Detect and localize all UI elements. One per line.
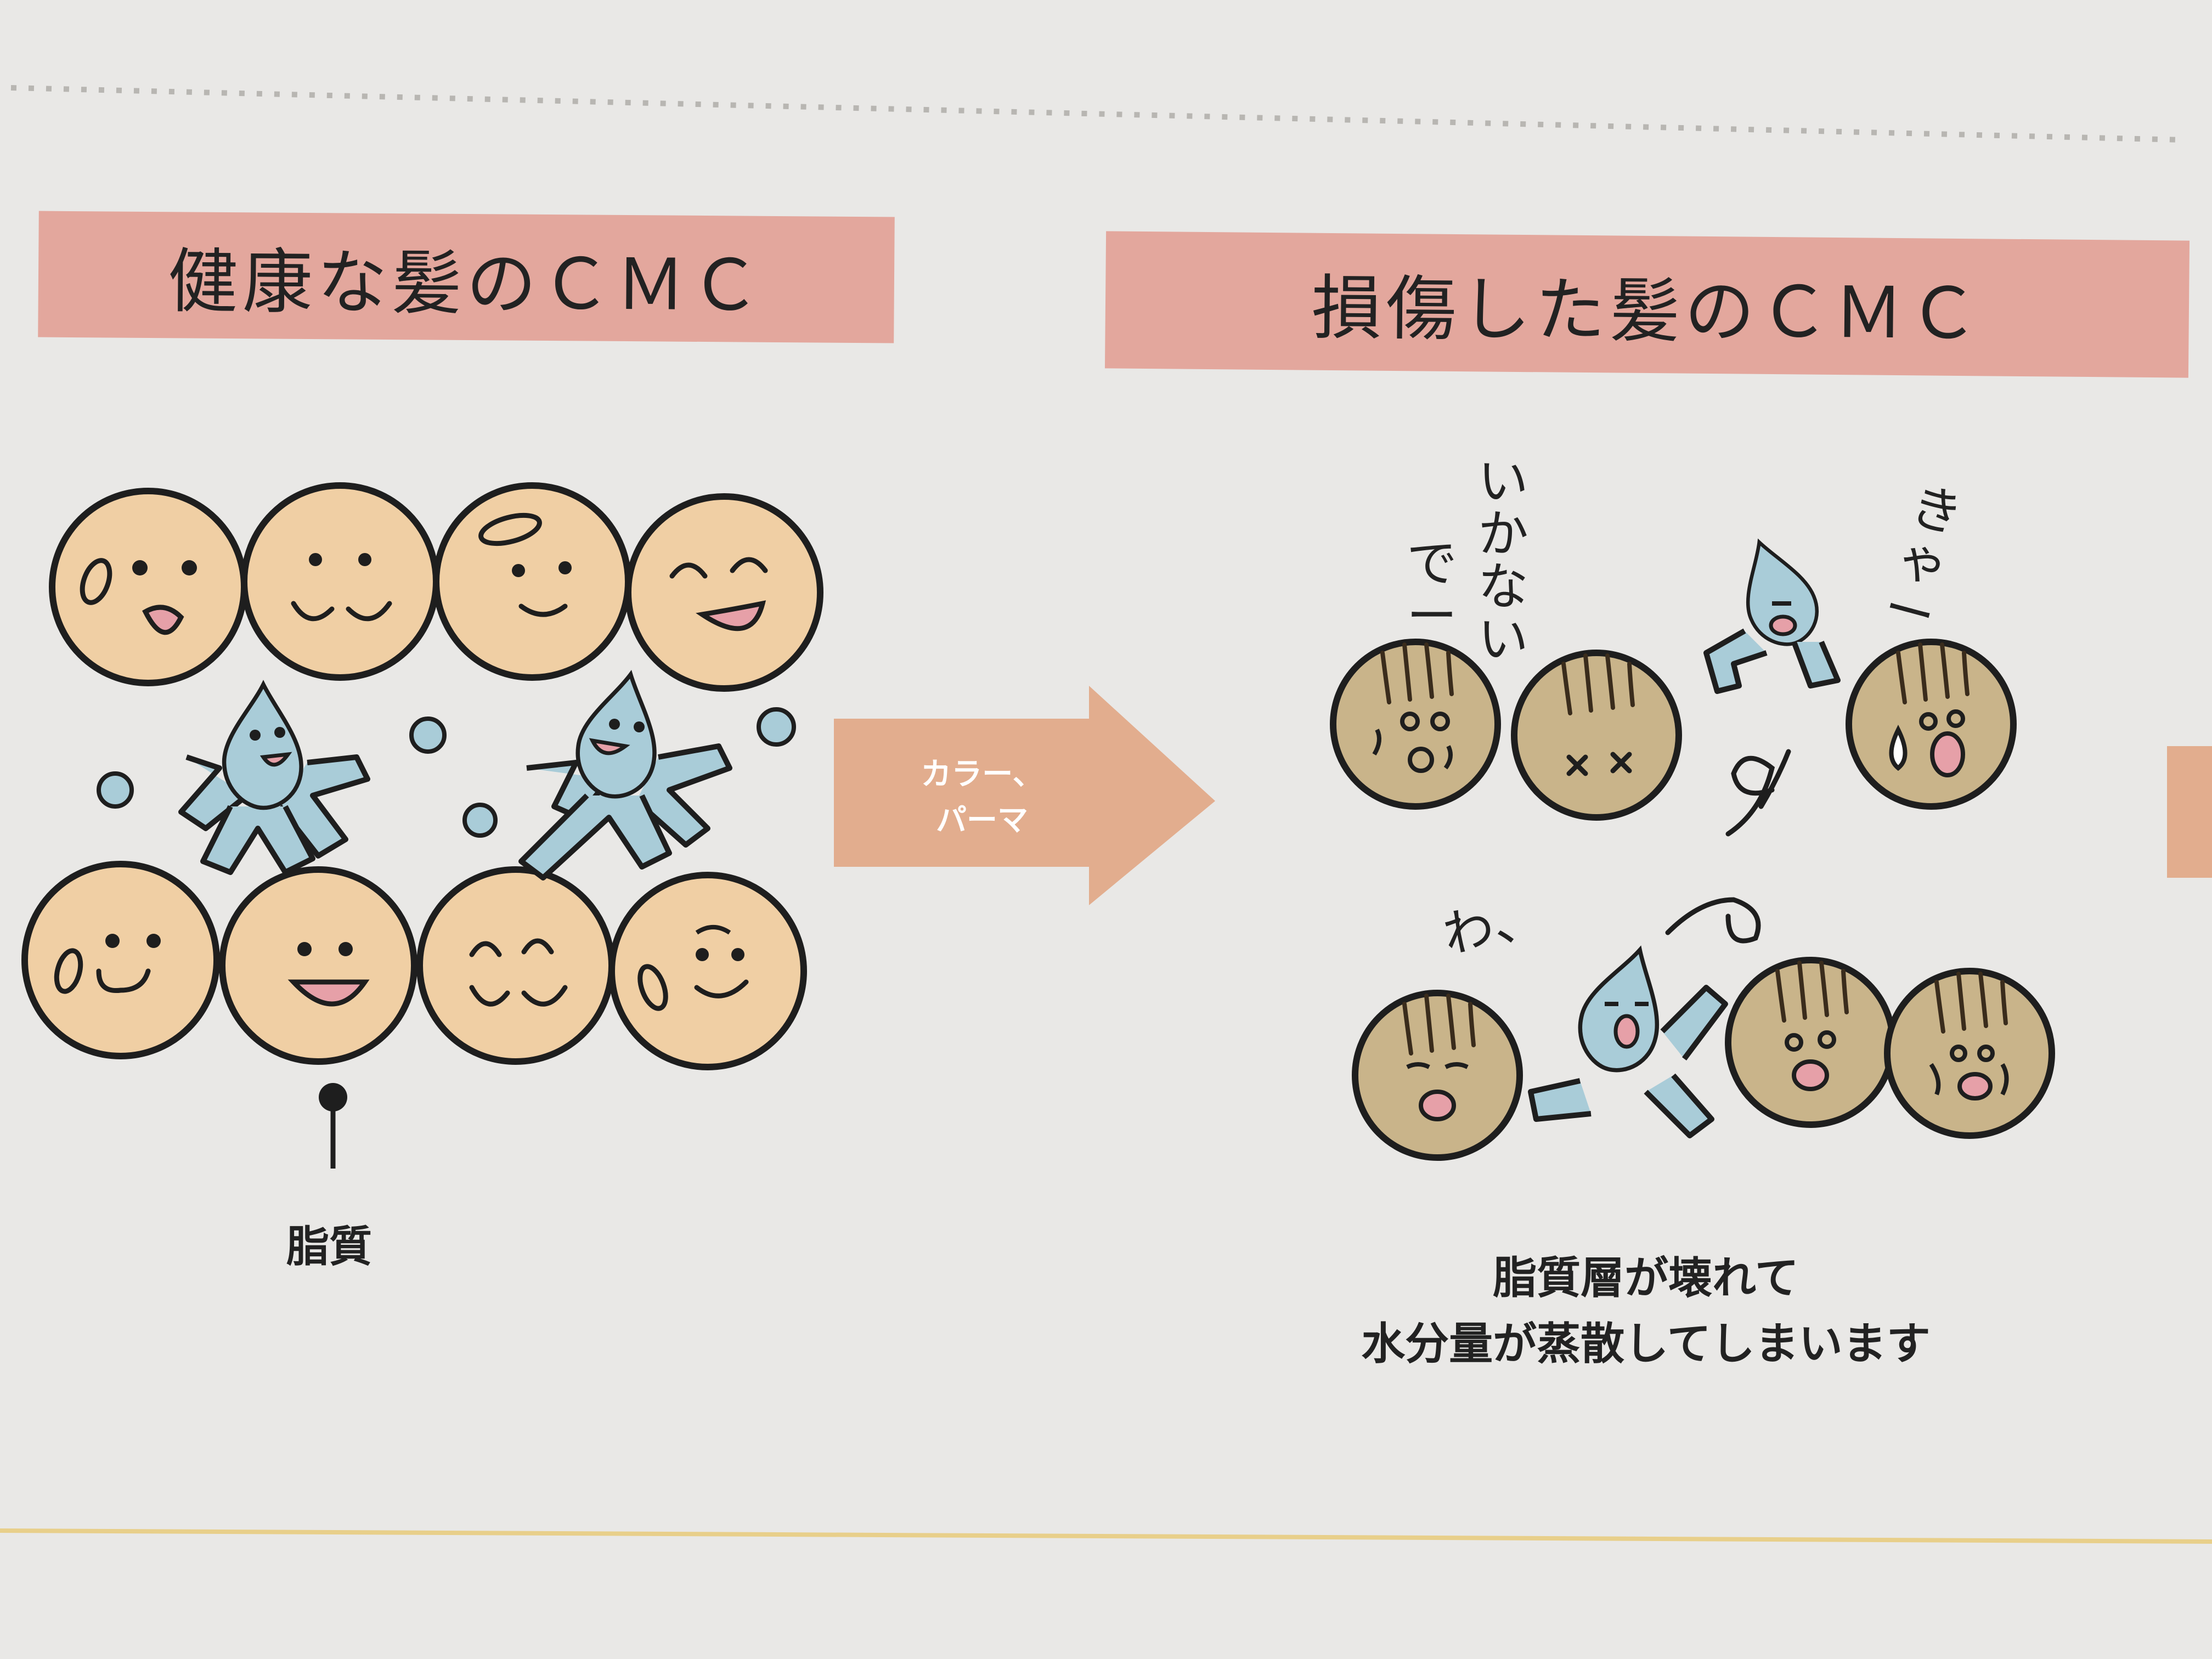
next-arrow-edge [2167,746,2212,878]
lipid-label: 脂質 [286,1222,372,1272]
healthy-cell-8 [612,875,804,1067]
damaged-cell-6 [1887,971,2052,1136]
hw-char: で [1406,534,1457,593]
healthy-cell-5 [25,864,217,1056]
top-dotted-line [10,85,2184,143]
escaping-water-drop-icon [1528,940,1728,1138]
healthy-cell-3 [436,486,628,678]
lipid-pointer [319,1083,347,1169]
damaged-cell-1 [1333,642,1498,806]
handwritten-de: で ー [1404,538,1459,643]
damaged-cell-4 [1355,993,1520,1158]
fleeing-water-drop-icon [1703,531,1841,694]
damage-caption: 脂質層が壊れて 水分量が蒸散してしまいます [1262,1245,2030,1377]
healthy-cell-4 [628,496,820,689]
water-drop-character-icon [178,668,732,881]
right-arrow-icon [834,686,1215,905]
hw-char: い [1477,610,1528,669]
arrow-label-line2: パーマ [936,803,1028,838]
damaged-cell-3 [1849,642,2013,806]
caption-line1: 脂質層が壊れて [1493,1252,1799,1304]
caption-line2: 水分量が蒸散してしまいます [1361,1318,1931,1369]
damaged-cell-5 [1728,960,1893,1125]
healthy-cell-6 [222,870,414,1062]
handwritten-ikanai: い か な い [1476,455,1531,666]
healthy-cell-7 [420,870,612,1062]
healthy-cell-2 [244,486,436,678]
healthy-cell-1 [52,491,244,683]
arrow-label-line1: カラー、 [921,757,1043,792]
bottom-rule [0,1528,2212,1544]
swirl-lines [1665,749,1791,944]
hw-char: か [1477,505,1528,563]
hw-char: ー [1406,587,1457,646]
hw-char: い [1477,452,1528,511]
hw-char: な [1477,557,1528,616]
arrow-label: カラー、 パーマ [861,752,1103,844]
damaged-cell-2 [1514,653,1679,817]
water-bubbles [97,707,796,838]
